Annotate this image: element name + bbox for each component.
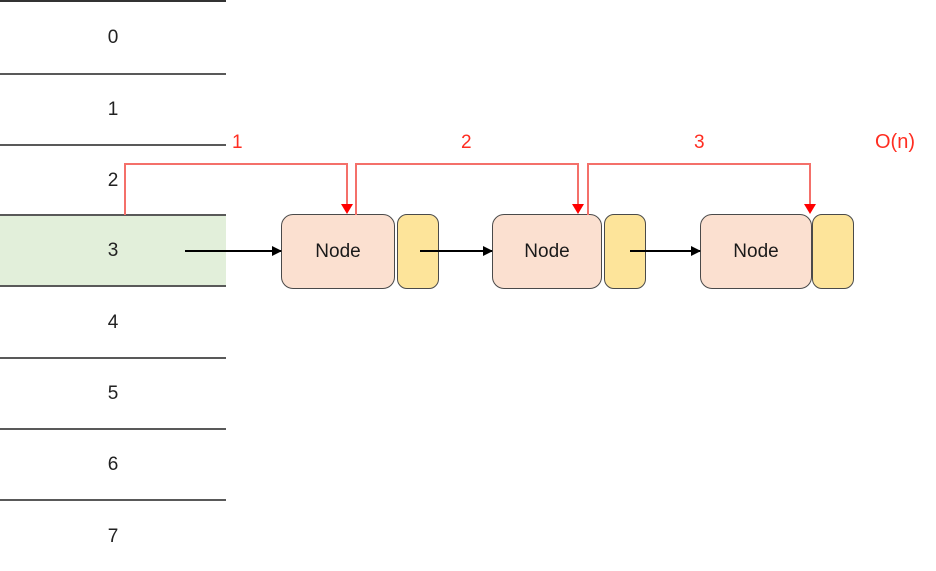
arrow-node-2-to-node-3 bbox=[630, 246, 701, 256]
table-row[interactable]: 0 bbox=[0, 0, 226, 73]
red-connector-1-arrow bbox=[341, 163, 353, 214]
red-connector-2-arrow bbox=[572, 163, 584, 214]
arrow-table-to-node-1 bbox=[185, 246, 282, 256]
red-connector-3-arrow bbox=[804, 163, 816, 214]
table-row[interactable]: 4 bbox=[0, 285, 226, 357]
table-row-label: 4 bbox=[107, 311, 119, 333]
red-connector-3-riser bbox=[587, 163, 589, 215]
table-row-label: 7 bbox=[107, 525, 119, 547]
table-row-label: 3 bbox=[107, 240, 119, 261]
table-row-label: 1 bbox=[107, 99, 119, 120]
red-connector-2-riser bbox=[355, 163, 357, 215]
step-label-3: 3 bbox=[694, 132, 705, 153]
linked-list-node-3[interactable]: Node bbox=[700, 214, 854, 289]
index-table: 0 1 2 3 4 5 6 7 bbox=[0, 0, 226, 571]
table-row-label: 5 bbox=[107, 383, 119, 404]
arrow-node-1-to-node-2 bbox=[420, 246, 493, 256]
node-box[interactable]: Node bbox=[492, 214, 602, 289]
node-box[interactable]: Node bbox=[281, 214, 395, 289]
table-row-label: 2 bbox=[107, 169, 119, 191]
linked-list-node-1[interactable]: Node bbox=[281, 214, 440, 289]
red-connector-2-span bbox=[355, 163, 579, 165]
node-pointer-cell[interactable] bbox=[812, 214, 854, 289]
node-label: Node bbox=[524, 241, 570, 262]
table-row-label: 6 bbox=[107, 454, 119, 475]
table-row[interactable]: 2 bbox=[0, 144, 226, 214]
linked-list-node-2[interactable]: Node bbox=[492, 214, 646, 289]
node-label: Node bbox=[733, 241, 779, 262]
node-label: Node bbox=[315, 241, 361, 262]
table-row-label: 0 bbox=[107, 27, 119, 48]
red-connector-3-span bbox=[587, 163, 811, 165]
table-row[interactable]: 6 bbox=[0, 428, 226, 499]
table-row-selected[interactable]: 3 bbox=[0, 214, 226, 285]
node-box[interactable]: Node bbox=[700, 214, 812, 289]
table-row[interactable]: 7 bbox=[0, 499, 226, 571]
red-connector-1-riser bbox=[124, 163, 126, 215]
table-row[interactable]: 5 bbox=[0, 357, 226, 428]
table-row[interactable]: 1 bbox=[0, 73, 226, 144]
red-connector-1-span bbox=[124, 163, 348, 165]
step-label-2: 2 bbox=[461, 132, 472, 153]
complexity-label: O(n) bbox=[875, 131, 915, 153]
step-label-1: 1 bbox=[232, 132, 243, 153]
